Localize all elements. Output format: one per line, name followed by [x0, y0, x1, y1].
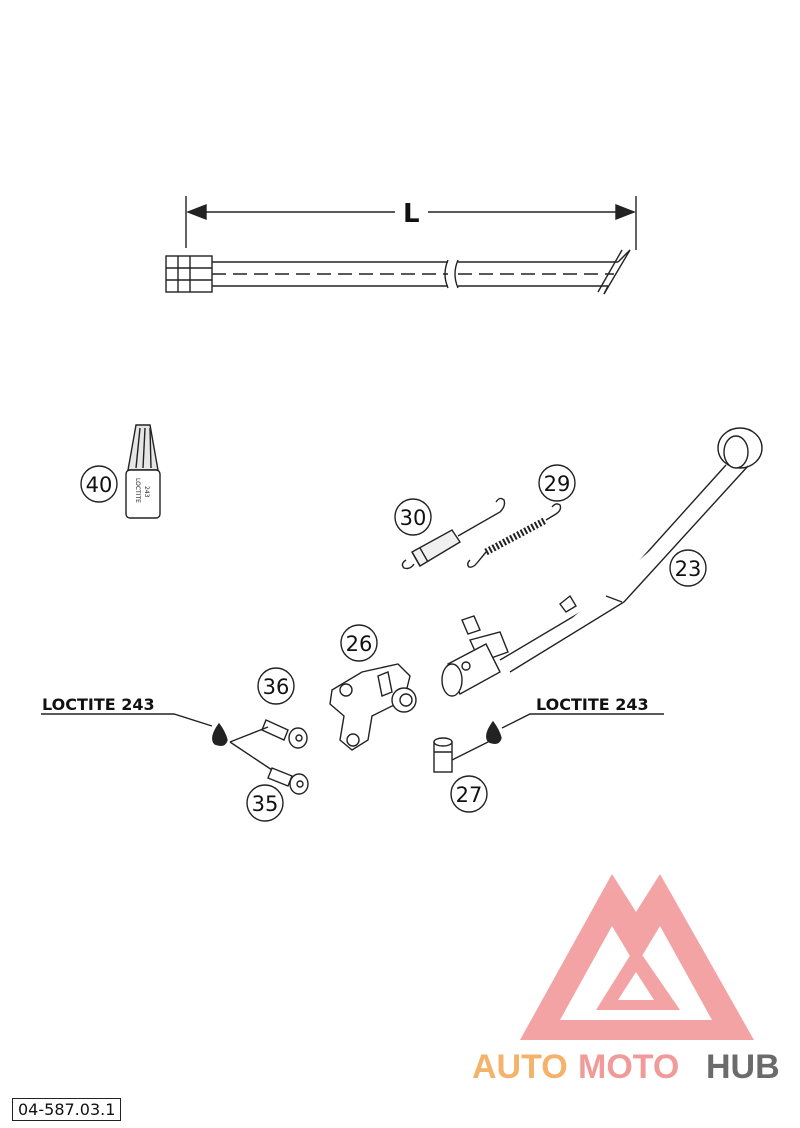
stud-part-27 — [433, 737, 453, 773]
callout-30: 30 — [394, 498, 432, 536]
callout-23: 23 — [669, 549, 707, 587]
loctite-drop-right — [451, 713, 664, 761]
callout-23-label: 23 — [675, 557, 702, 581]
document-id: 04-587.03.1 — [12, 1098, 122, 1121]
callout-35-label: 35 — [252, 792, 279, 816]
screw-part-35 — [267, 767, 309, 795]
loctite-drop-left — [41, 713, 273, 771]
bottle-label-line2: 243 — [143, 486, 150, 498]
callout-26-label: 26 — [346, 632, 373, 656]
callout-29-label: 29 — [544, 472, 571, 496]
callout-40-label: 40 — [86, 473, 113, 497]
watermark-part-moto: MOTO — [578, 1048, 679, 1086]
pivot-bracket-part-26 — [329, 663, 417, 751]
watermark-part-auto: AUTO — [472, 1048, 568, 1086]
callout-40: 40 — [80, 465, 118, 503]
dimension-label-l: L — [403, 199, 420, 229]
automotohub-logo — [520, 874, 754, 1040]
callout-27: 27 — [450, 775, 488, 813]
spring-part-30 — [401, 497, 506, 570]
screw-part-36 — [261, 719, 308, 749]
loctite-bottle-part-40 — [125, 424, 161, 519]
rod-dimension-drawing — [165, 196, 637, 295]
watermark-part-hub: HUB — [706, 1048, 780, 1086]
side-stand-part-23 — [441, 427, 763, 697]
callout-35: 35 — [246, 784, 284, 822]
callout-29: 29 — [538, 464, 576, 502]
loctite-label-left: LOCTITE 243 — [42, 695, 155, 714]
callout-26: 26 — [340, 624, 378, 662]
callout-36: 36 — [257, 667, 295, 705]
callout-36-label: 36 — [263, 675, 290, 699]
callout-27-label: 27 — [456, 783, 483, 807]
spring-part-29 — [467, 503, 562, 568]
callout-30-label: 30 — [400, 506, 427, 530]
bottle-label-line1: LOCTITE — [134, 478, 141, 503]
loctite-label-right: LOCTITE 243 — [536, 695, 649, 714]
